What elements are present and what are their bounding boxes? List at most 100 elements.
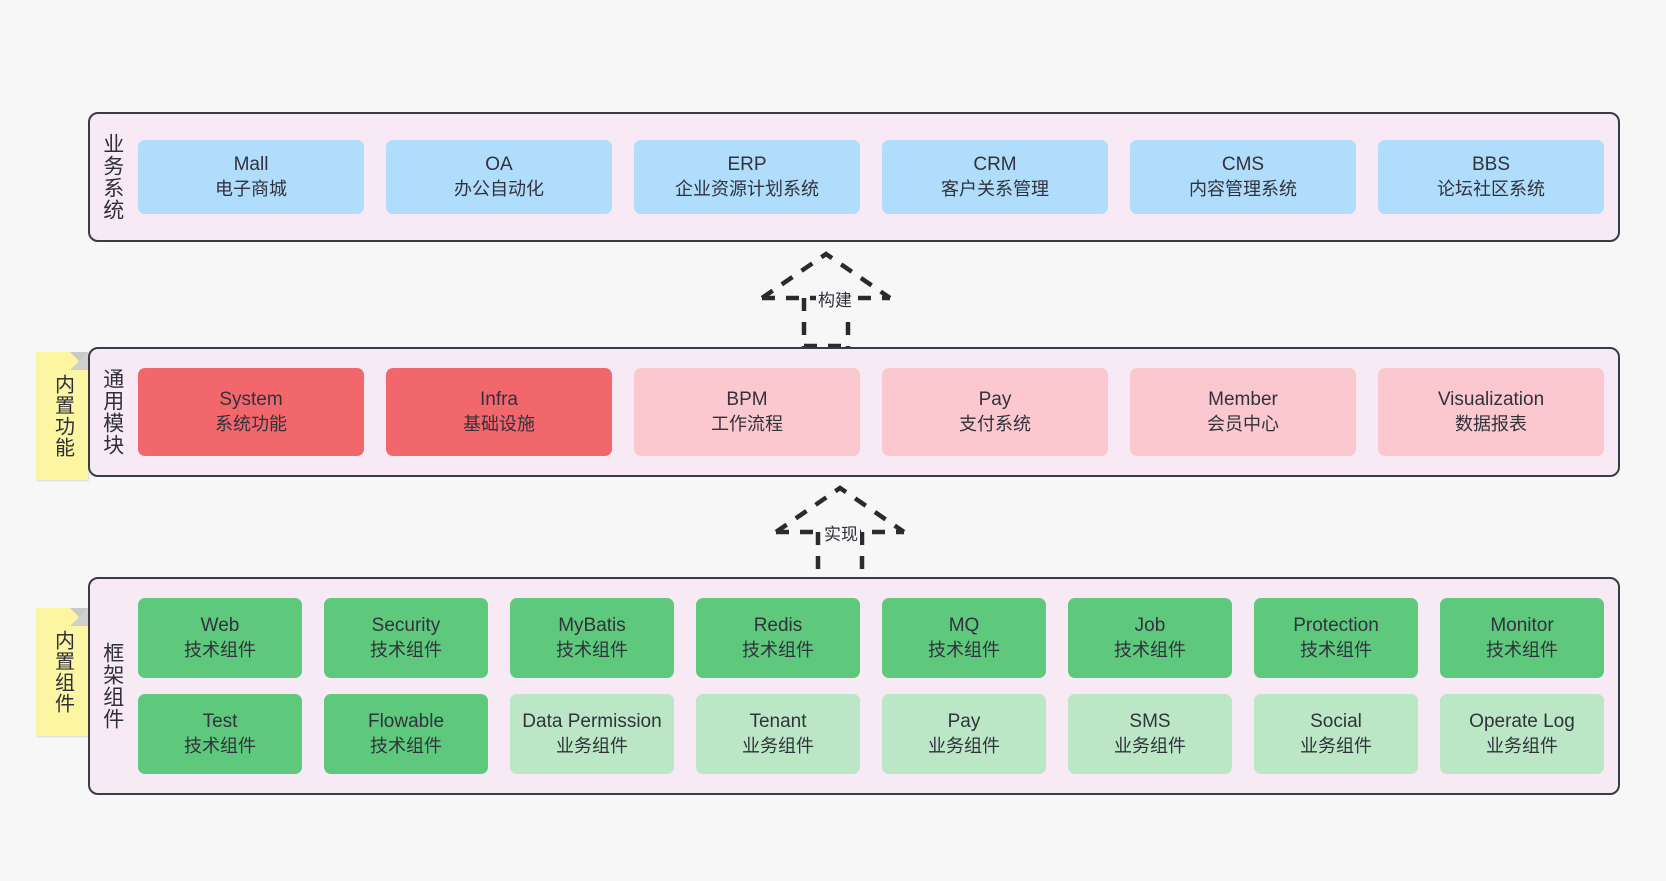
box-mall[interactable]: Mall 电子商城	[138, 140, 364, 214]
box-infra[interactable]: Infra 基础设施	[386, 368, 612, 456]
layer-row: Mall 电子商城 OA 办公自动化 ERP 企业资源计划系统 CRM 客户关系…	[138, 140, 1604, 214]
box-title: Flowable	[367, 711, 445, 733]
box-title: Mall	[233, 154, 269, 176]
box-title: Member	[1208, 389, 1278, 411]
box-title: MyBatis	[558, 615, 626, 637]
box-pay-module[interactable]: Pay 支付系统	[882, 368, 1108, 456]
box-title: Web	[200, 615, 240, 637]
box-web[interactable]: Web 技术组件	[138, 598, 302, 678]
box-sms[interactable]: SMS 业务组件	[1068, 694, 1232, 774]
box-subtitle: 技术组件	[1114, 639, 1186, 660]
layer-title-modules: 通用模块	[100, 368, 124, 456]
box-erp[interactable]: ERP 企业资源计划系统	[634, 140, 860, 214]
box-subtitle: 业务组件	[1300, 735, 1372, 756]
box-title: MQ	[948, 615, 980, 637]
box-mq[interactable]: MQ 技术组件	[882, 598, 1046, 678]
box-title: Redis	[753, 615, 803, 637]
box-redis[interactable]: Redis 技术组件	[696, 598, 860, 678]
box-data-permission[interactable]: Data Permission 业务组件	[510, 694, 674, 774]
folded-corner-icon	[70, 608, 88, 626]
box-subtitle: 技术组件	[184, 639, 256, 660]
box-title: BBS	[1471, 154, 1511, 176]
box-subtitle: 技术组件	[742, 639, 814, 660]
box-system[interactable]: System 系统功能	[138, 368, 364, 456]
box-pay-component[interactable]: Pay 业务组件	[882, 694, 1046, 774]
box-title: OA	[485, 154, 513, 176]
box-security[interactable]: Security 技术组件	[324, 598, 488, 678]
box-flowable[interactable]: Flowable 技术组件	[324, 694, 488, 774]
box-bpm[interactable]: BPM 工作流程	[634, 368, 860, 456]
connector-label-build: 构建	[816, 286, 854, 311]
box-bbs[interactable]: BBS 论坛社区系统	[1378, 140, 1604, 214]
box-tenant[interactable]: Tenant 业务组件	[696, 694, 860, 774]
box-subtitle: 业务组件	[928, 735, 1000, 756]
box-title: CMS	[1221, 154, 1265, 176]
box-mybatis[interactable]: MyBatis 技术组件	[510, 598, 674, 678]
layer-title-business: 业务系统	[100, 133, 124, 221]
layer-body-framework: Web 技术组件 Security 技术组件 MyBatis 技术组件 Redi…	[134, 579, 1618, 793]
box-title: Protection	[1293, 615, 1379, 637]
layer-general-modules: 通用模块 System 系统功能 Infra 基础设施 BPM 工作流程 Pay…	[88, 347, 1620, 477]
note-builtin-features: 内置功能	[36, 352, 88, 480]
box-visualization[interactable]: Visualization 数据报表	[1378, 368, 1604, 456]
box-subtitle: 技术组件	[556, 639, 628, 660]
note-builtin-components: 内置组件	[36, 608, 88, 736]
box-title: Security	[371, 615, 441, 637]
box-subtitle: 系统功能	[215, 413, 287, 434]
box-protection[interactable]: Protection 技术组件	[1254, 598, 1418, 678]
box-social[interactable]: Social 业务组件	[1254, 694, 1418, 774]
layer-framework-components: 框架组件 Web 技术组件 Security 技术组件 MyBatis 技术组件…	[88, 577, 1620, 795]
box-title: Test	[202, 711, 238, 733]
box-subtitle: 业务组件	[1486, 735, 1558, 756]
box-title: BPM	[726, 389, 768, 411]
box-title: SMS	[1129, 711, 1171, 733]
box-cms[interactable]: CMS 内容管理系统	[1130, 140, 1356, 214]
box-subtitle: 业务组件	[742, 735, 814, 756]
dashed-hollow-arrow-up-icon	[774, 485, 906, 583]
box-subtitle: 办公自动化	[454, 178, 544, 199]
box-subtitle: 技术组件	[1486, 639, 1558, 660]
layer-row: Web 技术组件 Security 技术组件 MyBatis 技术组件 Redi…	[138, 598, 1604, 678]
box-subtitle: 客户关系管理	[941, 178, 1049, 199]
box-title: Job	[1134, 615, 1166, 637]
box-subtitle: 会员中心	[1207, 413, 1279, 434]
box-subtitle: 数据报表	[1455, 413, 1527, 434]
note-text: 内置组件	[51, 630, 74, 714]
layer-body-modules: System 系统功能 Infra 基础设施 BPM 工作流程 Pay 支付系统…	[134, 349, 1618, 475]
box-title: Operate Log	[1469, 711, 1575, 733]
box-title: Monitor	[1490, 615, 1554, 637]
box-subtitle: 企业资源计划系统	[675, 178, 819, 199]
box-title: Pay	[947, 711, 981, 733]
connector-implement: 实现	[770, 482, 950, 583]
layer-title-framework: 框架组件	[100, 642, 124, 730]
box-title: Visualization	[1437, 389, 1545, 411]
box-subtitle: 技术组件	[370, 639, 442, 660]
box-test[interactable]: Test 技术组件	[138, 694, 302, 774]
box-title: Pay	[978, 389, 1012, 411]
box-subtitle: 论坛社区系统	[1437, 178, 1545, 199]
box-oa[interactable]: OA 办公自动化	[386, 140, 612, 214]
folded-corner-icon	[70, 352, 88, 370]
box-operate-log[interactable]: Operate Log 业务组件	[1440, 694, 1604, 774]
box-subtitle: 支付系统	[959, 413, 1031, 434]
box-subtitle: 技术组件	[928, 639, 1000, 660]
box-title: ERP	[727, 154, 767, 176]
box-title: Infra	[479, 389, 519, 411]
layer-row: System 系统功能 Infra 基础设施 BPM 工作流程 Pay 支付系统…	[138, 368, 1604, 456]
box-subtitle: 内容管理系统	[1189, 178, 1297, 199]
box-title: Data Permission	[522, 711, 662, 733]
box-job[interactable]: Job 技术组件	[1068, 598, 1232, 678]
box-subtitle: 业务组件	[556, 735, 628, 756]
box-subtitle: 工作流程	[711, 413, 783, 434]
layer-business-systems: 业务系统 Mall 电子商城 OA 办公自动化 ERP 企业资源计划系统 CRM…	[88, 112, 1620, 242]
box-subtitle: 技术组件	[184, 735, 256, 756]
box-crm[interactable]: CRM 客户关系管理	[882, 140, 1108, 214]
box-title: CRM	[973, 154, 1017, 176]
box-member[interactable]: Member 会员中心	[1130, 368, 1356, 456]
box-subtitle: 电子商城	[215, 178, 287, 199]
box-title: Social	[1310, 711, 1362, 733]
layer-body-business: Mall 电子商城 OA 办公自动化 ERP 企业资源计划系统 CRM 客户关系…	[134, 114, 1618, 240]
connector-label-implement: 实现	[822, 520, 860, 545]
box-monitor[interactable]: Monitor 技术组件	[1440, 598, 1604, 678]
